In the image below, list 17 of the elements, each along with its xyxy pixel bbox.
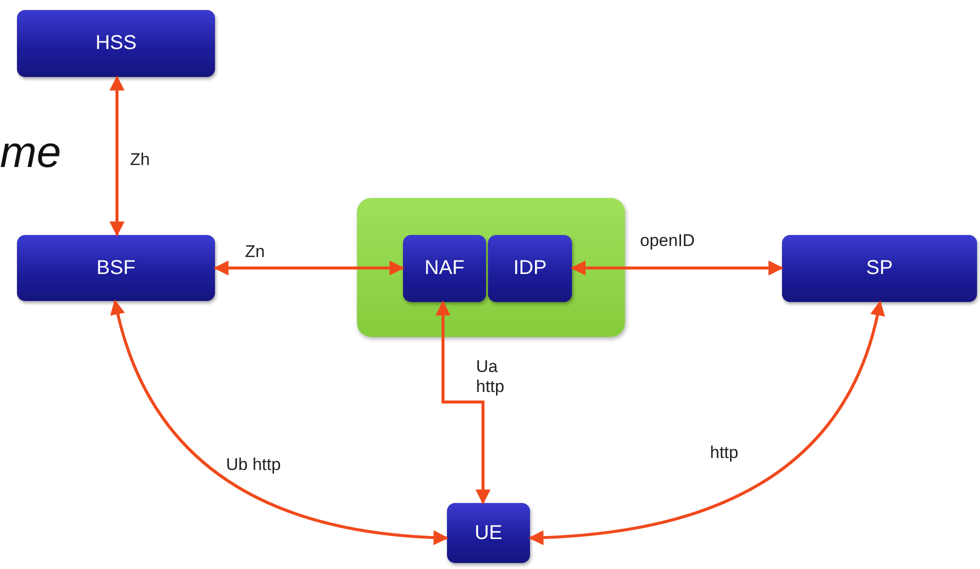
network-entity-box: UE (447, 503, 530, 563)
cropped-heading-text: me (0, 128, 62, 178)
connector-arrow (110, 300, 448, 545)
network-entity-box: IDP (488, 235, 572, 302)
edge-label: http (708, 443, 740, 463)
network-entity-box: NAF (403, 235, 486, 302)
connector-arrow (570, 260, 784, 276)
network-entity-box: HSS (17, 10, 215, 77)
edge-label: Ub http (224, 455, 283, 475)
connector-arrow (528, 300, 884, 545)
edge-label: openID (638, 231, 697, 251)
connector-arrow (214, 260, 404, 276)
connector-arrow (436, 300, 490, 504)
network-entity-box: SP (782, 235, 977, 302)
group-container (357, 198, 625, 337)
connector-arrow (110, 76, 124, 236)
network-entity-box: BSF (17, 235, 215, 301)
